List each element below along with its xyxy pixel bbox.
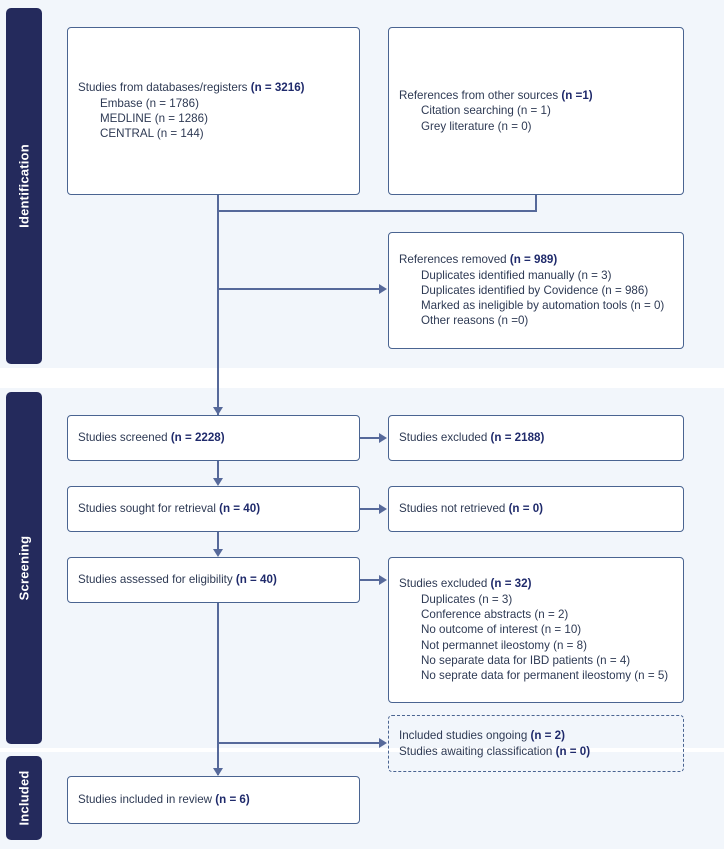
box-references-other-sources-title: References from other sources (n =1) bbox=[399, 89, 593, 103]
arrowhead-to-assessed bbox=[213, 549, 223, 557]
list-item: MEDLINE (n = 1286) bbox=[100, 112, 208, 125]
list-item: No separate data for IBD patients (n = 4… bbox=[421, 653, 631, 667]
stage-label-included: Included bbox=[6, 756, 42, 840]
box-studies-screened: Studies screened (n = 2228) bbox=[67, 415, 360, 461]
arrowhead-sought-to-not-retrieved bbox=[379, 504, 387, 514]
box-studies-sought-retrieval: Studies sought for retrieval (n = 40) bbox=[67, 486, 360, 532]
stage-label-screening-text: Screening bbox=[16, 535, 32, 601]
arrowhead-to-removed bbox=[379, 284, 387, 294]
box-studies-sought-retrieval-title: Studies sought for retrieval (n = 40) bbox=[78, 502, 261, 516]
list-item: Not permannet ileostomy (n = 8) bbox=[421, 638, 587, 652]
box-studies-excluded-eligibility-list: Duplicates (n = 3) Conference abstracts … bbox=[399, 592, 673, 684]
box-ongoing-awaiting: Included studies ongoing (n = 2) Studies… bbox=[388, 715, 684, 772]
list-item: Conference abstracts (n = 2) bbox=[421, 608, 569, 622]
box-studies-assessed-eligibility-title: Studies assessed for eligibility (n = 40… bbox=[78, 573, 277, 587]
box-references-removed: References removed (n = 989) Duplicates … bbox=[388, 232, 684, 349]
arrowhead-to-sought bbox=[213, 478, 223, 486]
list-item: Duplicates identified manually (n = 3) bbox=[421, 268, 612, 282]
connector-to-removed bbox=[217, 288, 379, 290]
stage-label-identification-text: Identification bbox=[16, 144, 32, 228]
connector-to-ongoing bbox=[217, 742, 379, 744]
box-studies-excluded-screened-title: Studies excluded (n = 2188) bbox=[399, 431, 545, 445]
arrowhead-to-included bbox=[213, 768, 223, 776]
connector-spine-included bbox=[217, 603, 219, 775]
arrowhead-screened-to-excluded bbox=[379, 433, 387, 443]
connector-screened-to-excluded bbox=[360, 437, 380, 439]
list-item: No seprate data for permanent ileostomy … bbox=[421, 669, 669, 683]
connector-assessed-to-excluded bbox=[360, 579, 380, 581]
box-studies-excluded-screened: Studies excluded (n = 2188) bbox=[388, 415, 684, 461]
box-studies-excluded-eligibility-title: Studies excluded (n = 32) bbox=[399, 577, 532, 591]
list-item: No outcome of interest (n = 10) bbox=[421, 623, 582, 637]
box-awaiting-classification-line: Studies awaiting classification (n = 0) bbox=[399, 744, 591, 758]
box-ongoing-line: Included studies ongoing (n = 2) bbox=[399, 729, 565, 743]
box-studies-identified: Studies from databases/registers (n = 32… bbox=[67, 27, 360, 195]
list-item: Marked as ineligible by automation tools… bbox=[421, 299, 665, 313]
connector-sought-to-assessed bbox=[217, 532, 219, 550]
box-references-other-sources-list: Citation searching (n = 1) Grey literatu… bbox=[399, 103, 673, 134]
list-item: Duplicates identified by Covidence (n = … bbox=[421, 283, 649, 297]
connector-screened-to-sought bbox=[217, 461, 219, 479]
box-studies-identified-title: Studies from databases/registers (n = 32… bbox=[78, 81, 305, 95]
stage-label-screening: Screening bbox=[6, 392, 42, 744]
box-references-removed-list: Duplicates identified manually (n = 3) D… bbox=[399, 268, 673, 329]
box-studies-not-retrieved-title: Studies not retrieved (n = 0) bbox=[399, 502, 544, 516]
box-references-removed-title: References removed (n = 989) bbox=[399, 253, 558, 267]
box-studies-included-review-title: Studies included in review (n = 6) bbox=[78, 793, 250, 807]
connector-identified-down bbox=[217, 195, 219, 212]
box-studies-identified-list: Embase (n = 1786) MEDLINE (n = 1286) CEN… bbox=[78, 96, 349, 142]
arrowhead-to-screened bbox=[213, 407, 223, 415]
connector-top-junction bbox=[217, 210, 537, 212]
list-item: Other reasons (n =0) bbox=[421, 314, 529, 328]
stage-label-identification: Identification bbox=[6, 8, 42, 364]
box-studies-assessed-eligibility: Studies assessed for eligibility (n = 40… bbox=[67, 557, 360, 603]
connector-spine-identification bbox=[217, 210, 219, 416]
connector-other-sources-down bbox=[535, 195, 537, 212]
box-studies-not-retrieved: Studies not retrieved (n = 0) bbox=[388, 486, 684, 532]
list-item: Grey literature (n = 0) bbox=[421, 119, 532, 133]
box-studies-excluded-eligibility: Studies excluded (n = 32) Duplicates (n … bbox=[388, 557, 684, 703]
arrowhead-assessed-to-excluded bbox=[379, 575, 387, 585]
box-studies-screened-title: Studies screened (n = 2228) bbox=[78, 431, 225, 445]
list-item: Duplicates (n = 3) bbox=[421, 592, 513, 606]
box-references-other-sources: References from other sources (n =1) Cit… bbox=[388, 27, 684, 195]
list-item: CENTRAL (n = 144) bbox=[100, 127, 204, 141]
list-item: Citation searching (n = 1) bbox=[421, 104, 551, 118]
list-item: Embase (n = 1786) bbox=[100, 96, 199, 110]
arrowhead-to-ongoing bbox=[379, 738, 387, 748]
stage-label-included-text: Included bbox=[16, 770, 32, 826]
connector-sought-to-not-retrieved bbox=[360, 508, 380, 510]
box-studies-included-review: Studies included in review (n = 6) bbox=[67, 776, 360, 824]
